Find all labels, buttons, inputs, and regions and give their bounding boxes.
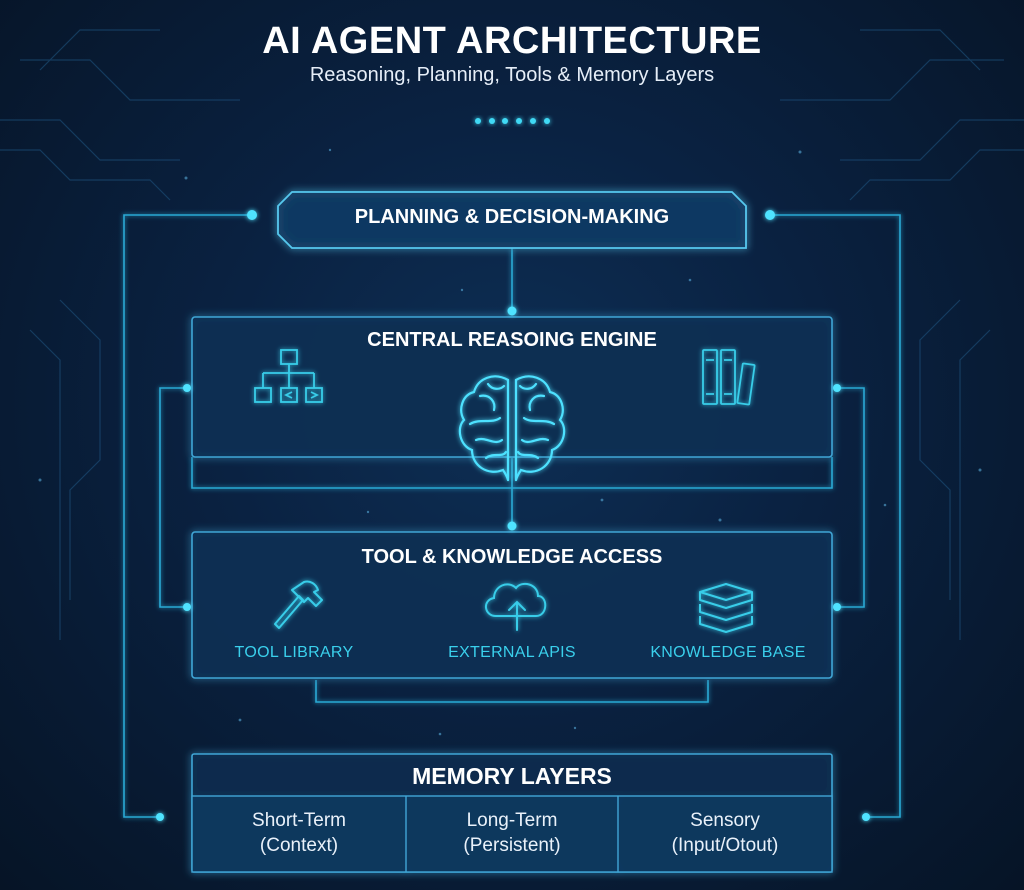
page-subtitle: Reasoning, Planning, Tools & Memory Laye…	[309, 64, 715, 86]
tools-box: TOOL & KNOWLEDGE ACCESS TOOL LIBRARY EXT…	[192, 532, 832, 678]
background-sparkles	[38, 148, 982, 736]
external-apis-label: EXTERNAL APIS	[448, 644, 576, 661]
reasoning-panel	[191, 316, 833, 458]
knowledge-base-label: KNOWLEDGE BASE	[650, 644, 806, 661]
reasoning-box: CENTRAL REASOING ENGINE	[192, 317, 832, 457]
memory-cell-line1: Sensory	[690, 810, 760, 831]
memory-title: MEMORY LAYERS	[412, 763, 612, 789]
tool-library-label: TOOL LIBRARY	[234, 644, 354, 661]
planning-title: PLANNING & DECISION-MAKING	[354, 206, 670, 228]
memory-cell-long-term: Long-Term (Persistent)	[406, 808, 618, 864]
title-divider-dots	[475, 118, 550, 124]
memory-cell-line1: Short-Term	[252, 810, 346, 831]
memory-panel	[191, 753, 833, 873]
memory-cell-line2: (Persistent)	[463, 835, 561, 856]
page-title: AI AGENT ARCHITECTURE	[262, 20, 762, 62]
memory-header: MEMORY LAYERS	[192, 754, 832, 796]
memory-cell-short-term: Short-Term (Context)	[192, 808, 406, 864]
hierarchy-icon	[254, 349, 323, 403]
planning-panel	[277, 191, 747, 249]
cloud-upload-icon	[485, 582, 547, 631]
memory-cell-line2: (Input/Otout)	[671, 835, 779, 856]
memory-cell-line2: (Context)	[259, 835, 339, 856]
planning-box: PLANNING & DECISION-MAKING	[278, 192, 746, 248]
connector-nodes	[156, 210, 870, 821]
brain-icon	[458, 375, 566, 482]
memory-cell-sensory: Sensory (Input/Otout)	[618, 808, 832, 864]
books-icon	[702, 349, 756, 406]
reasoning-title: CENTRAL REASOING ENGINE	[367, 329, 657, 351]
background-circuit-traces	[0, 29, 1024, 640]
memory-cell-line1: Long-Term	[466, 810, 558, 831]
tools-title: TOOL & KNOWLEDGE ACCESS	[361, 546, 663, 568]
connector-lines	[123, 214, 901, 818]
database-stack-icon	[699, 583, 753, 633]
tools-panel	[191, 531, 833, 679]
hammer-icon	[274, 580, 323, 629]
